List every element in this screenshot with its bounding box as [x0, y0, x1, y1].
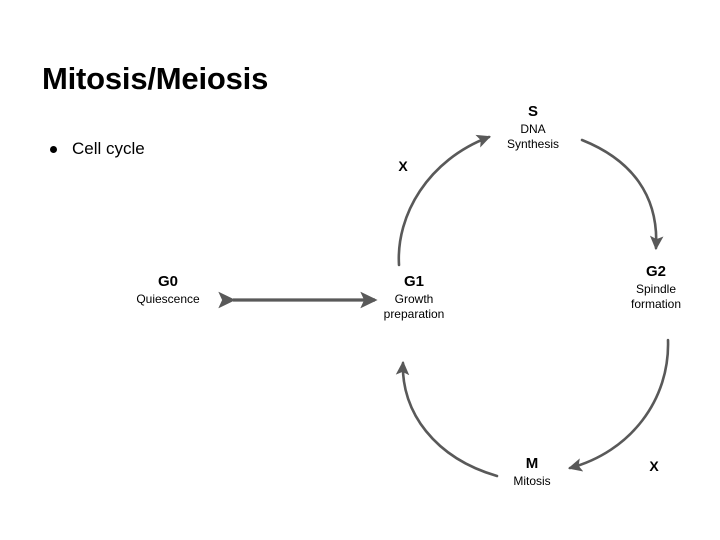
- cycle-node-g1-sub-line2: preparation: [383, 307, 445, 322]
- cycle-node-m: M Mitosis: [513, 455, 550, 489]
- bullet-dot-icon: [50, 145, 57, 153]
- cycle-node-m-title: M: [525, 455, 539, 472]
- marker-x-top: X: [398, 158, 408, 174]
- cycle-node-g2-sub-line1: Spindle: [635, 281, 677, 296]
- cycle-node-g2: G2 Spindle formation: [631, 263, 681, 313]
- cycle-node-s-sub-line1: DNA: [520, 121, 546, 136]
- cycle-node-g1-title: G1: [403, 273, 424, 290]
- cycle-node-s-title: S: [527, 103, 538, 120]
- cycle-node-g0: G0 Quiescence: [136, 273, 199, 307]
- cycle-node-m-sub-line1: Mitosis: [513, 473, 551, 488]
- cycle-node-s: S DNA Synthesis: [507, 103, 559, 153]
- arrow-g2-to-m: [567, 338, 670, 472]
- cycle-node-g2-title: G2: [645, 263, 666, 280]
- arrow-g1-to-s: [397, 134, 491, 267]
- arrow-m-to-g1: [395, 360, 499, 478]
- bullet-list-item-cell-cycle: Cell cycle: [50, 139, 145, 159]
- page-title: Mitosis/Meiosis: [42, 61, 269, 96]
- cycle-node-g2-sub-line2: formation: [630, 297, 682, 312]
- bullet-item-label: Cell cycle: [72, 139, 145, 158]
- cycle-node-g0-sub-line1: Quiescence: [136, 291, 200, 306]
- cycle-node-g1-sub-line1: Growth: [394, 291, 434, 306]
- marker-x-bottom: X: [649, 458, 659, 474]
- cycle-node-s-sub-line2: Synthesis: [506, 137, 560, 152]
- arrow-s-to-g2: [580, 138, 664, 251]
- cycle-node-g0-title: G0: [157, 273, 178, 290]
- cycle-node-g1: G1 Growth preparation: [384, 273, 445, 323]
